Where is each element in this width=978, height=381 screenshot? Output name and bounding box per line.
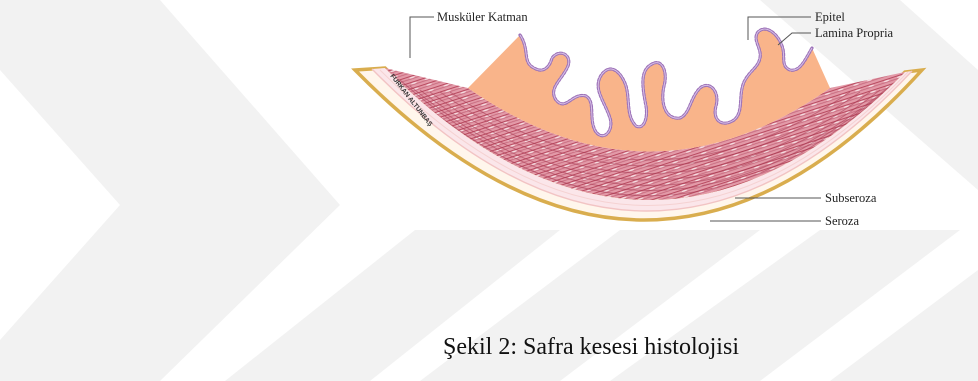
label-epithelium: Epitel [815, 10, 845, 24]
leader-muscular-layer [410, 17, 434, 58]
leader-lamina-propria [778, 33, 811, 45]
label-subserosa: Subseroza [825, 191, 877, 205]
label-serosa: Seroza [825, 214, 859, 228]
figure-caption: Şekil 2: Safra kesesi histolojisi [443, 334, 739, 361]
label-lamina-propria: Lamina Propria [815, 26, 894, 40]
label-muscular-layer: Musküler Katman [437, 10, 528, 24]
